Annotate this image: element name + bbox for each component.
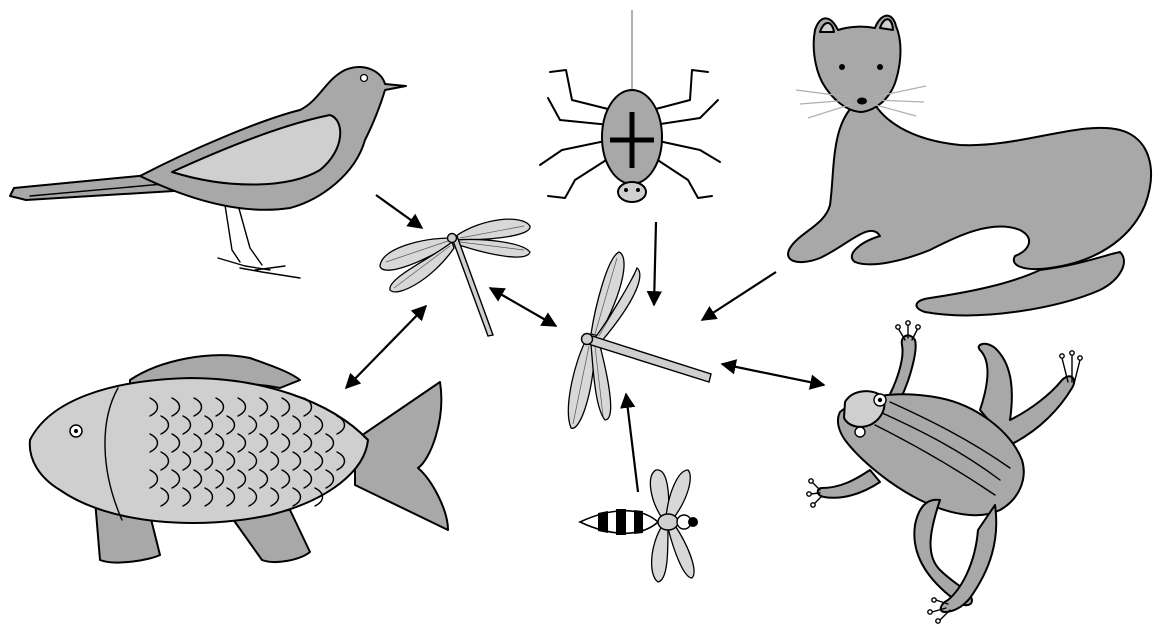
arrow-wasp-to-dragonfly (626, 394, 638, 492)
damselfly-icon (380, 219, 530, 336)
arrow-fish-damselfly (346, 306, 426, 388)
fish-icon (30, 355, 448, 562)
weasel-icon (788, 16, 1151, 316)
arrow-dragonfly-frog (722, 364, 824, 385)
wagtail-bird-icon (10, 67, 406, 278)
arrow-bird-to-damselfly (376, 195, 422, 228)
arrow-damselfly-dragonfly (490, 288, 556, 326)
wasp-icon (580, 470, 698, 582)
spider-icon (540, 10, 720, 202)
frog-icon (807, 321, 1082, 623)
arrow-weasel-to-dragonfly (702, 272, 776, 320)
dragonfly-icon (568, 252, 711, 428)
arrow-spider-to-dragonfly (654, 222, 656, 305)
